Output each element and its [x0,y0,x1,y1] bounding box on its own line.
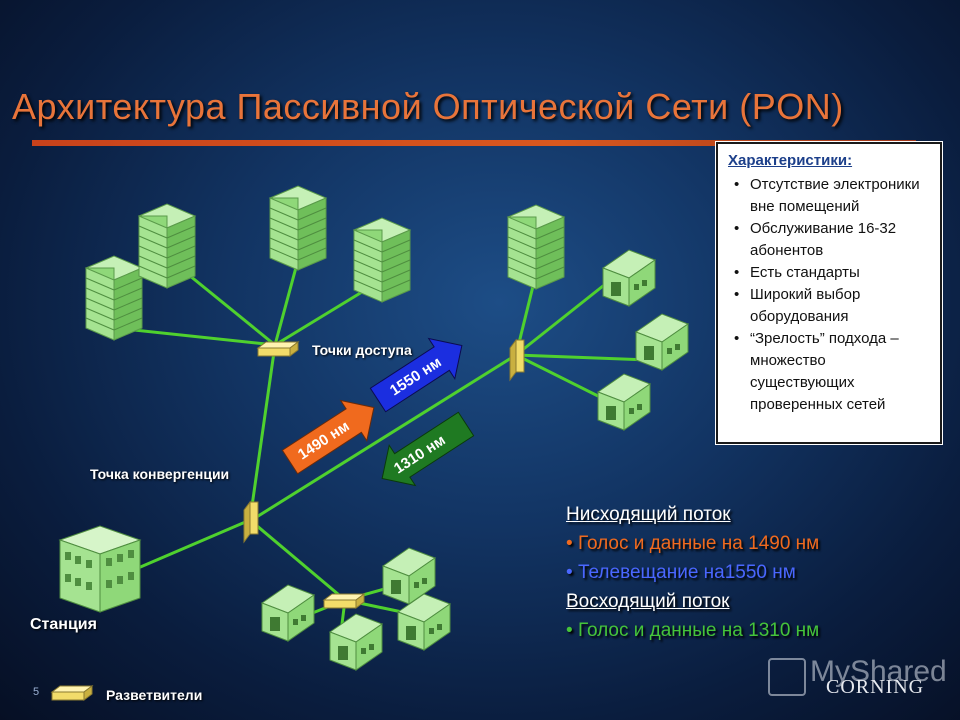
house-7 [329,613,383,671]
splitter-right [509,339,525,381]
arrow-1310 [381,411,475,487]
characteristic-item: Обслуживание 16-32 абонентов [732,218,932,262]
downstream-item-1550: • Телевещание на1550 нм [566,562,796,583]
convergence-point-label: Точка конвергенции [90,466,230,482]
downstream-heading: Нисходящий поток [566,504,731,525]
arrow-1490 [281,399,375,475]
watermark-logo-icon [768,658,806,696]
apartment-building-4 [353,217,411,303]
splitter-legend-icon [51,685,93,701]
corning-logo: CORNING [826,676,925,698]
house-2 [635,313,689,371]
apartment-building-3 [269,185,327,271]
house-3 [597,373,651,431]
characteristics-heading: Характеристики: [728,152,853,169]
station-building [58,525,142,613]
splitters-legend-label: Разветвители [106,687,203,703]
characteristic-item: Есть стандарты [732,262,932,284]
splitter-convergence-point [243,501,259,543]
station-label: Станция [30,616,97,633]
arrow-1550 [369,337,463,413]
splitter-access-point [257,341,299,357]
splitter-bottom [323,593,365,609]
slide-number: 5 [33,686,40,698]
house-1 [602,249,656,307]
characteristic-item: Широкий выбор оборудования [732,284,932,328]
downstream-item-1490: • Голос и данные на 1490 нм [566,533,820,554]
apartment-building-1 [85,255,143,341]
title-underline [32,140,916,146]
watermark-text: MyShared [810,655,947,688]
characteristics-list: Отсутствие электроники вне помещений Обс… [728,174,932,416]
characteristic-item: Отсутствие электроники вне помещений [732,174,932,218]
upstream-heading: Восходящий поток [566,591,730,612]
characteristic-item: “Зрелость” подхода – множество существую… [732,328,932,416]
characteristics-box: Характеристики: Отсутствие электроники в… [715,141,943,445]
apartment-building-5 [507,204,565,290]
upstream-item-1310: • Голос и данные на 1310 нм [566,620,820,641]
flow-legend: Нисходящий поток • Голос и данные на 149… [566,500,819,645]
house-4 [261,584,315,642]
access-points-label: Точки доступа [312,342,412,358]
page-title: Архитектура Пассивной Оптической Сети (P… [12,86,844,127]
apartment-building-2 [138,203,196,289]
